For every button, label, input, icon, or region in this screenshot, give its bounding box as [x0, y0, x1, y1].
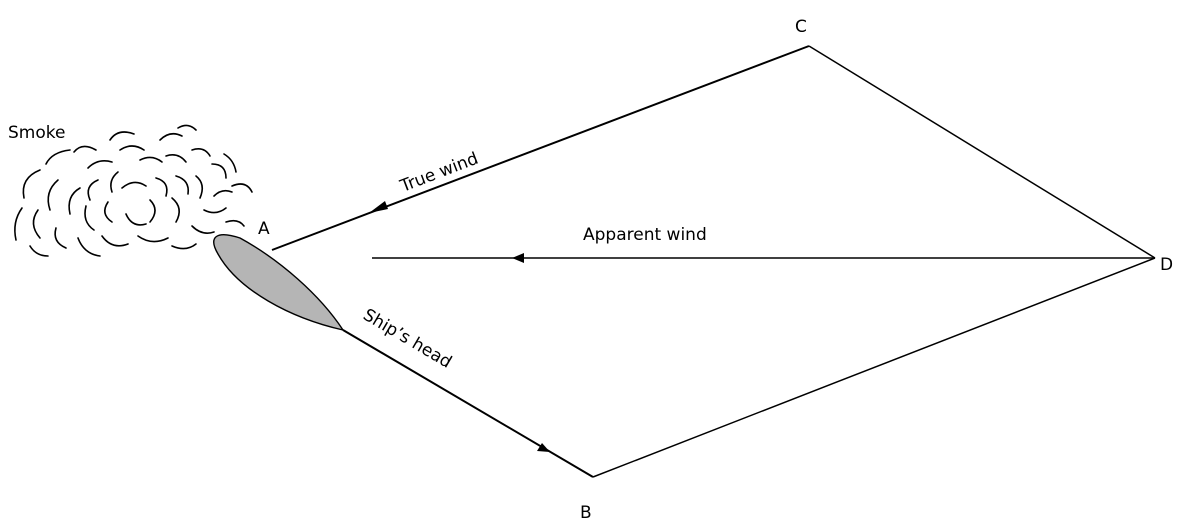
label-smoke: Smoke	[8, 123, 65, 143]
ships-head-arrowhead	[537, 443, 550, 452]
cd-line	[808, 45, 1156, 259]
true-wind-arrowhead	[369, 201, 388, 213]
ship-hull	[213, 234, 345, 332]
label-apparent-wind: Apparent wind	[583, 225, 707, 245]
point-label-a: A	[258, 219, 270, 239]
bd-line	[592, 257, 1156, 478]
apparent-wind-arrowhead	[512, 253, 524, 263]
point-label-c: C	[795, 17, 807, 37]
true-wind-line	[271, 45, 810, 251]
label-ships-head: Ship’s head	[359, 305, 455, 373]
smoke-cloud	[14, 124, 253, 257]
label-true-wind: True wind	[397, 149, 481, 197]
point-label-d: D	[1160, 255, 1173, 275]
point-label-b: B	[580, 503, 592, 521]
ships-head-line	[342, 329, 594, 478]
